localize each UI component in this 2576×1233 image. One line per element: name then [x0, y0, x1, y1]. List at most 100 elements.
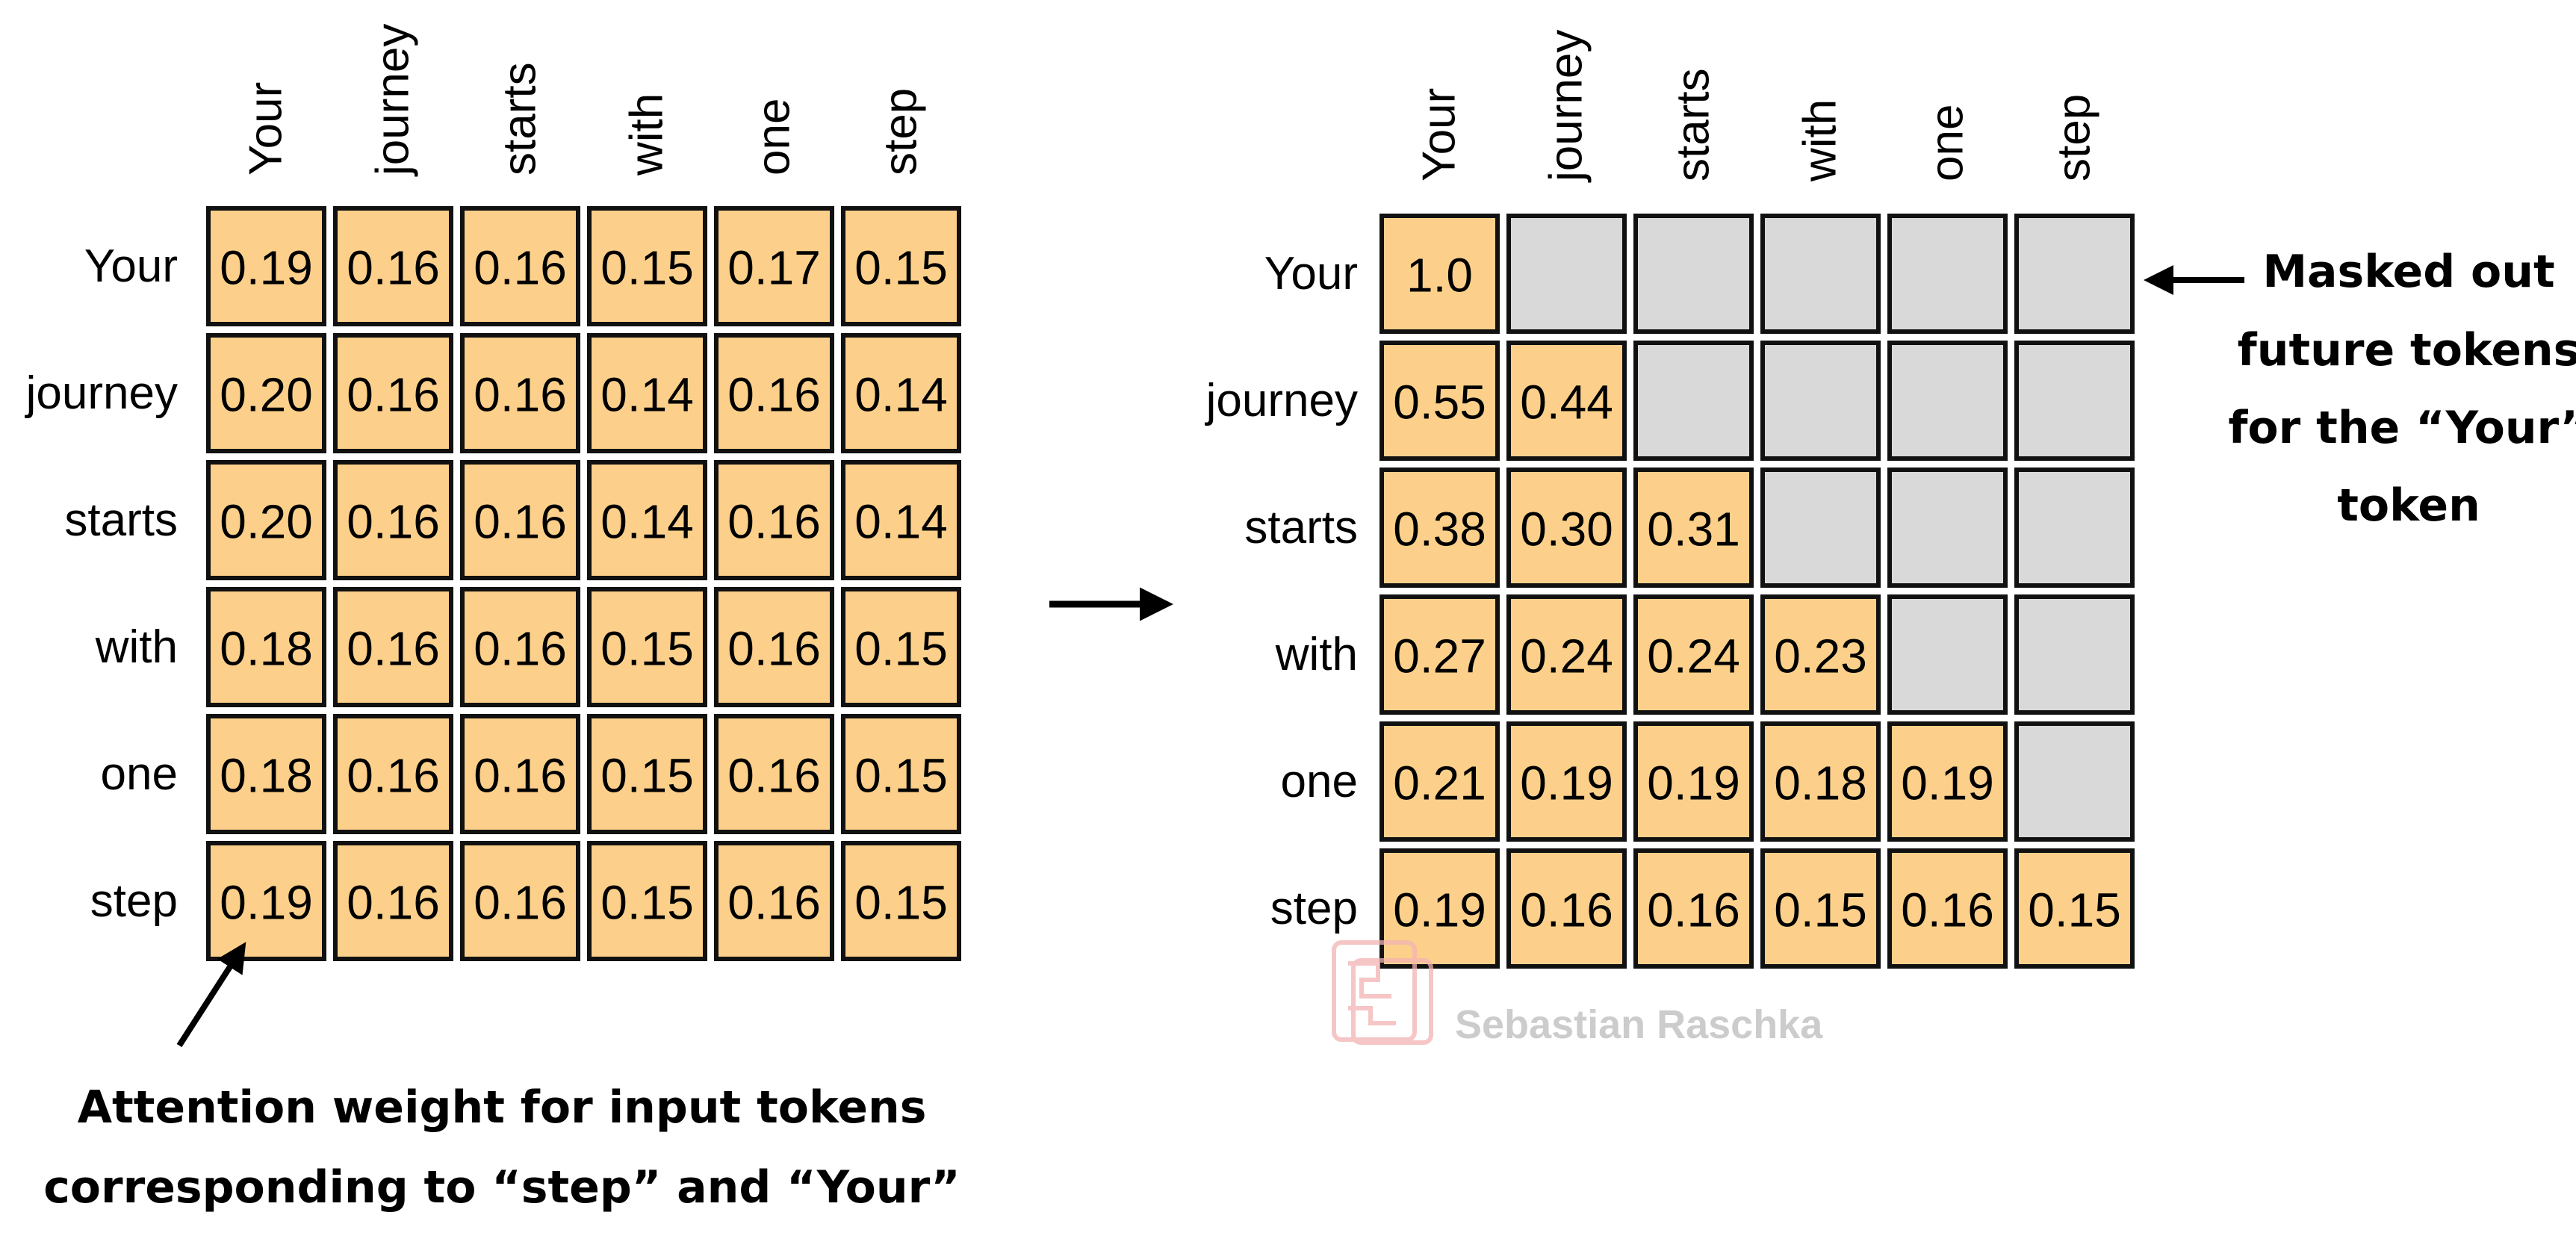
weight-cell: [206, 714, 326, 834]
weight-cell: [1379, 594, 1500, 715]
masked-cell: [1633, 341, 1754, 461]
weight-value: 0.16: [474, 368, 567, 422]
weight-cell: [460, 206, 580, 326]
right-annotation-line-2: future tokens: [2238, 324, 2576, 376]
weight-cell: [1887, 848, 2008, 969]
watermark-text: Sebastian Raschka: [1455, 1002, 1823, 1047]
row-label: one: [1281, 756, 1358, 807]
weight-cell: [333, 714, 453, 834]
row-label: one: [101, 748, 178, 800]
weight-value: 0.18: [220, 749, 313, 803]
weight-cell: [460, 333, 580, 453]
weight-cell: [460, 587, 580, 707]
weight-value: 0.14: [854, 495, 948, 549]
right-annotation-line-3: for the “Your”: [2228, 402, 2576, 454]
weight-cell: [587, 206, 707, 326]
weight-value: 0.18: [1774, 757, 1867, 810]
weight-value: 0.16: [474, 495, 567, 549]
column-label: starts: [1668, 68, 1719, 181]
column-label: with: [621, 93, 673, 176]
weight-value: 0.19: [1393, 883, 1486, 937]
row-label: starts: [1244, 502, 1358, 553]
column-label: with: [1795, 99, 1846, 182]
weight-cell: [1379, 721, 1500, 842]
weight-cell: [841, 714, 961, 834]
weight-cell: [333, 841, 453, 961]
weight-cell: [587, 587, 707, 707]
weight-cell: [333, 333, 453, 453]
weight-cell: [841, 841, 961, 961]
column-label: Your: [1414, 88, 1465, 181]
column-label: one: [1922, 105, 1973, 181]
weight-value: 0.16: [727, 368, 821, 422]
weight-cell: [460, 714, 580, 834]
weight-cell: [206, 206, 326, 326]
masked-cell: [1887, 468, 2008, 588]
weight-cell: [714, 206, 834, 326]
weight-value: 0.16: [347, 749, 440, 803]
weight-value: 0.14: [600, 495, 694, 549]
weight-value: 1.0: [1406, 249, 1473, 302]
weight-value: 0.15: [854, 876, 948, 930]
masked-cell: [2014, 468, 2135, 588]
row-label: step: [1270, 883, 1358, 934]
weight-value: 0.15: [2028, 883, 2121, 937]
masked-cell: [1760, 468, 1881, 588]
masked-cell: [1887, 341, 2008, 461]
weight-cell: [714, 841, 834, 961]
weight-value: 0.20: [220, 368, 313, 422]
row-label: with: [95, 621, 178, 673]
weight-cell: [1760, 594, 1881, 715]
right-annotation-line-4: token: [2337, 479, 2480, 532]
weight-cell: [206, 841, 326, 961]
weight-cell: [1379, 468, 1500, 588]
weight-cell: [1506, 341, 1627, 461]
weight-value: 0.15: [854, 622, 948, 676]
weight-value: 0.16: [727, 876, 821, 930]
weight-cell: [2014, 848, 2135, 969]
column-label: step: [875, 88, 927, 176]
weight-value: 0.15: [600, 622, 694, 676]
weight-value: 0.16: [474, 749, 567, 803]
weight-cell: [1506, 468, 1627, 588]
weight-value: 0.23: [1774, 630, 1867, 683]
weight-value: 0.16: [1901, 883, 1994, 937]
weight-value: 0.16: [727, 749, 821, 803]
weight-value: 0.16: [347, 622, 440, 676]
weight-cell: [587, 333, 707, 453]
weight-cell: [1379, 341, 1500, 461]
weight-cell: [460, 460, 580, 580]
weight-value: 0.17: [727, 241, 821, 295]
weight-value: 0.24: [1520, 630, 1613, 683]
masked-cell: [1760, 214, 1881, 334]
weight-value: 0.16: [727, 495, 821, 549]
weight-cell: [1506, 594, 1627, 715]
weight-cell: [841, 460, 961, 580]
weight-value: 0.14: [854, 368, 948, 422]
weight-cell: [206, 587, 326, 707]
weight-cell: [1633, 721, 1754, 842]
row-label: Your: [1264, 248, 1358, 299]
row-label: step: [90, 875, 178, 927]
column-label: one: [748, 99, 800, 176]
weight-cell: [1887, 721, 2008, 842]
column-label: step: [2049, 94, 2100, 181]
weight-cell: [460, 841, 580, 961]
weight-value: 0.16: [474, 241, 567, 295]
weight-value: 0.19: [1520, 757, 1613, 810]
weight-value: 0.21: [1393, 757, 1486, 810]
weight-cell: [206, 333, 326, 453]
weight-cell: [587, 460, 707, 580]
masked-cell: [1633, 214, 1754, 334]
weight-cell: [333, 206, 453, 326]
weight-value: 0.55: [1393, 376, 1486, 429]
weight-cell: [714, 460, 834, 580]
weight-value: 0.24: [1647, 630, 1740, 683]
weight-cell: [1379, 848, 1500, 969]
watermark: Sebastian Raschka: [1332, 940, 1823, 1047]
masked-cell: [2014, 721, 2135, 842]
